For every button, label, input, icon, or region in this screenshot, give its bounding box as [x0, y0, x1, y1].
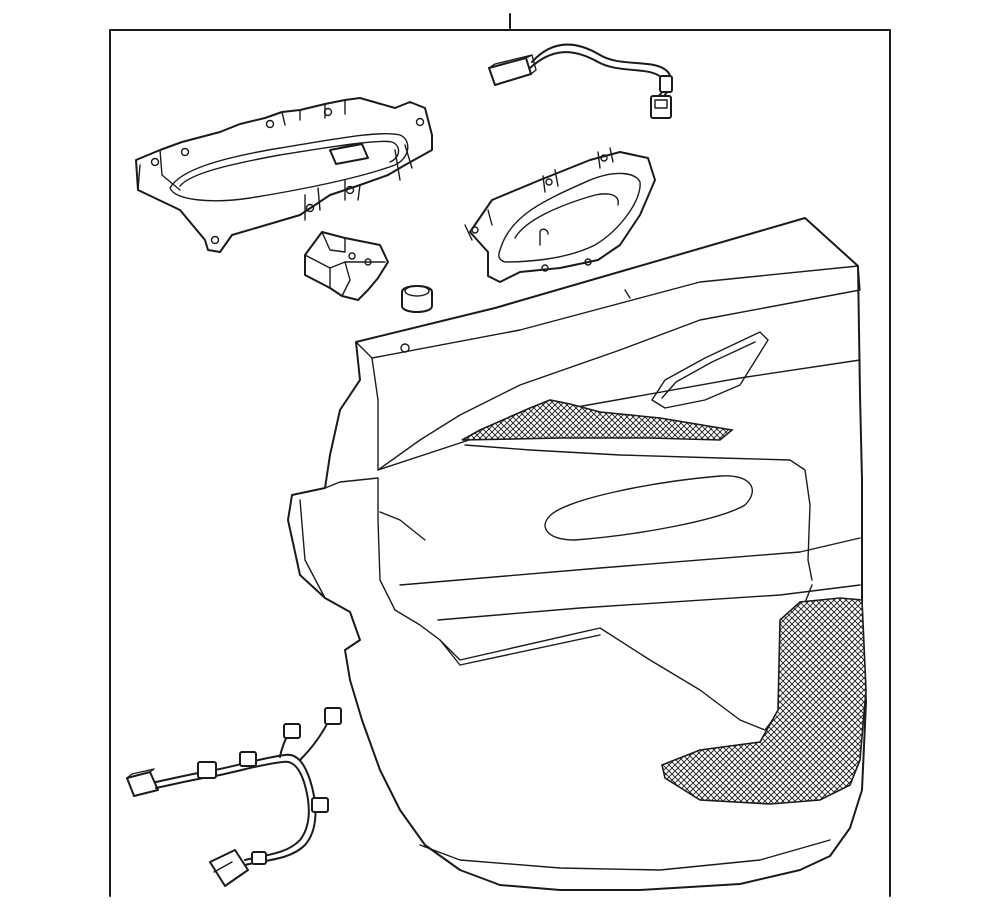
- door-trim-panel: [287, 217, 867, 891]
- clip: [401, 285, 433, 313]
- door-wiring-harness: [126, 707, 342, 887]
- inside-handle: [464, 147, 656, 283]
- diagram-frame: [109, 13, 891, 897]
- pigtail-harness: [488, 43, 673, 119]
- window-switch-bezel: [135, 97, 433, 253]
- window-switch: [304, 231, 389, 301]
